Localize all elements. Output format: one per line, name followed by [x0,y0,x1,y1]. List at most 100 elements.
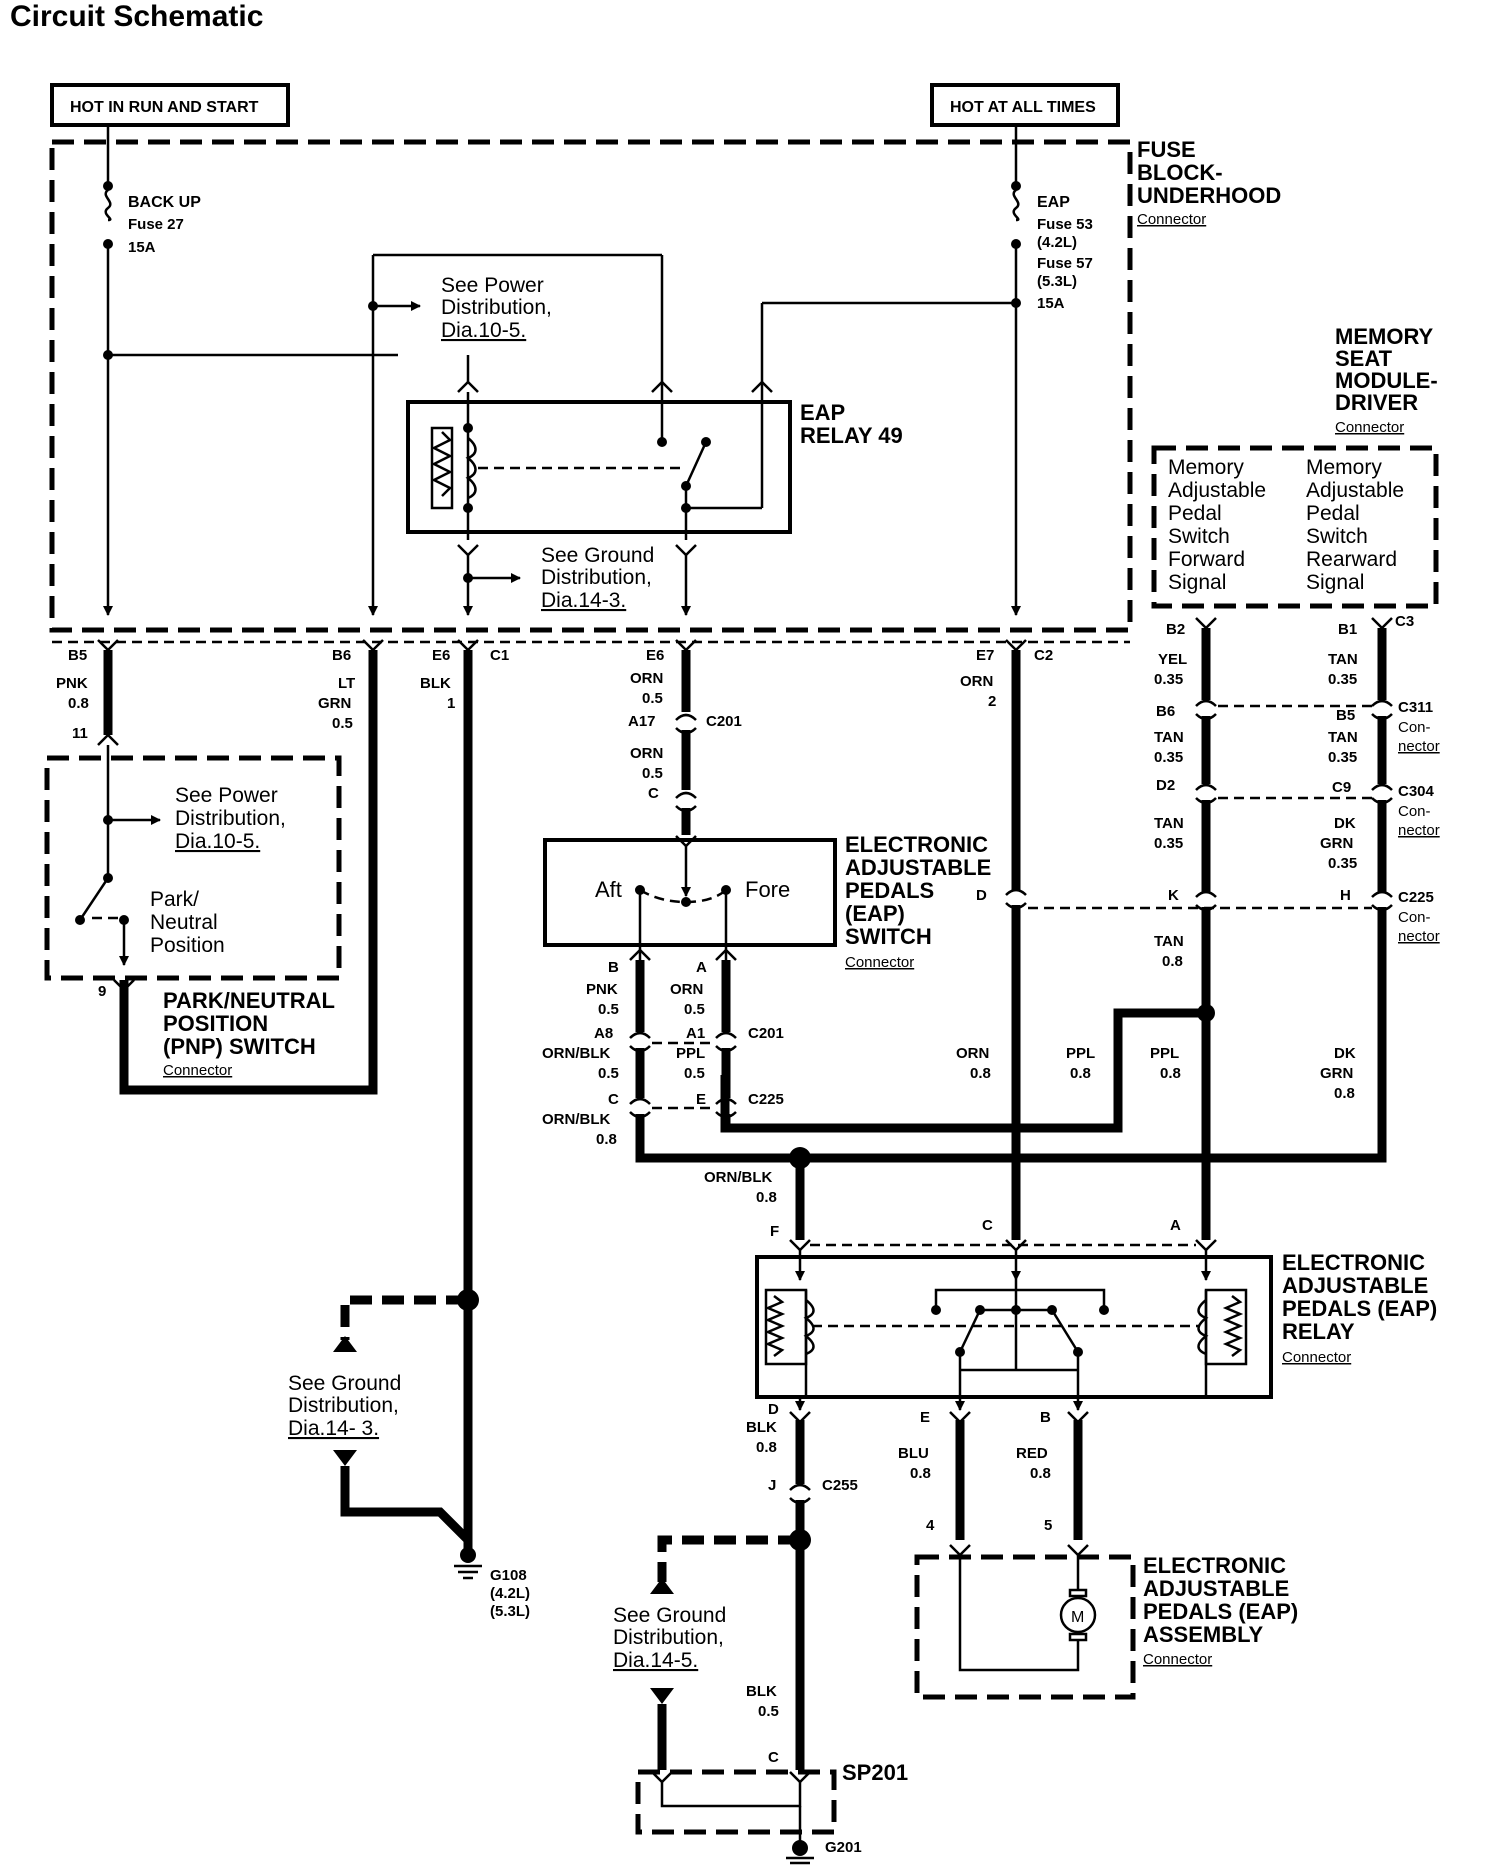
svg-text:ORN/BLK: ORN/BLK [704,1169,772,1186]
svg-text:nector: nector [1398,738,1440,755]
wire-pnk-b5 [97,639,119,746]
svg-text:C: C [982,1217,993,1234]
svg-text:0.5: 0.5 [684,1065,705,1082]
backup-fuse-number: Fuse 27 [128,216,184,233]
svg-text:PNK: PNK [56,675,88,692]
see-ground-mid-3: Dia.14-5. [613,1649,698,1672]
svg-text:C201: C201 [706,713,742,730]
svg-text:0.5: 0.5 [684,1001,705,1018]
svg-text:0.8: 0.8 [1334,1085,1355,1102]
memory-module-name-2: SEAT [1335,346,1393,371]
svg-text:Signal: Signal [1168,571,1226,594]
wire-orn-e6 [675,639,697,835]
svg-text:A: A [1170,1217,1181,1234]
svg-text:0.5: 0.5 [642,765,663,782]
svg-text:D2: D2 [1156,777,1175,794]
svg-text:C201: C201 [748,1025,784,1042]
eap-assembly-name-4: ASSEMBLY [1143,1622,1264,1647]
eap-fuse-rating: 15A [1037,295,1065,312]
svg-text:TAN: TAN [1328,651,1358,668]
pin-b1: B1 [1338,621,1357,638]
eap-fuse-42l: (4.2L) [1037,234,1077,251]
svg-text:0.35: 0.35 [1154,671,1183,688]
fuse-block-name-1: FUSE [1137,137,1196,162]
svg-text:0.35: 0.35 [1154,749,1183,766]
pin-e6-blk: E6 [432,647,450,664]
wire-lt-grn-b6 [119,639,384,1095]
svg-text:0.8: 0.8 [756,1439,777,1456]
pin-e7: E7 [976,647,994,664]
svg-text:Pedal: Pedal [1168,502,1222,525]
svg-text:A1: A1 [686,1025,705,1042]
eap-fuse: EAP Fuse 53 (4.2L) Fuse 57 (5.3L) 15A [760,125,1093,616]
svg-text:C225: C225 [748,1091,784,1108]
svg-text:Memory: Memory [1168,456,1244,479]
svg-text:C9: C9 [1332,779,1351,796]
svg-text:Con-: Con- [1398,909,1431,926]
svg-text:GRN: GRN [1320,835,1353,852]
backup-fuse: BACK UP Fuse 27 15A [103,125,398,616]
svg-text:ORN/BLK: ORN/BLK [542,1111,610,1128]
wire-pnk-sw-b [629,948,800,1163]
eap-assembly-name-2: ADJUSTABLE [1143,1576,1289,1601]
svg-text:RED: RED [1016,1445,1048,1462]
svg-text:2: 2 [988,693,996,710]
svg-text:B: B [608,959,619,976]
svg-text:Memory: Memory [1306,456,1382,479]
eap-switch-connector: Connector [845,954,914,971]
pin-b2: B2 [1166,621,1185,638]
connector-labels: A17 C201 C B6 B5 C311 Con- nector D2 C9 … [72,699,1440,1766]
svg-text:Pedal: Pedal [1306,502,1360,525]
svg-text:B5: B5 [1336,707,1355,724]
pnp-name-1: PARK/NEUTRAL [163,988,335,1013]
svg-text:DK: DK [1334,815,1356,832]
svg-text:C255: C255 [822,1477,858,1494]
svg-text:C304: C304 [1398,783,1435,800]
eap-switch: Aft Fore ELECTRONIC ADJUSTABLE PEDALS (E… [543,832,991,971]
wire-red-relay-b [1067,1395,1089,1540]
see-ground-left-2: Distribution, [288,1394,399,1417]
eap-relay-connector: Connector [1282,1349,1351,1366]
see-ground-mid-1: See Ground [613,1604,726,1627]
memory-seat-module-driver: MEMORY SEAT MODULE- DRIVER Connector Mem… [1151,324,1439,609]
see-ground-left-1: See Ground [288,1372,401,1395]
svg-text:0.5: 0.5 [642,690,663,707]
pnp-switch: See Power Distribution, Dia.10-5. Park/ … [44,745,342,1079]
eap-relay-name-2: ADJUSTABLE [1282,1273,1428,1298]
eap-switch-fore: Fore [745,877,790,902]
fuse-block-underhood: FUSE BLOCK- UNDERHOOD Connector [49,137,1281,633]
eap-fuse-name: EAP [1037,194,1070,211]
svg-text:J: J [768,1477,776,1494]
eap-switch-name-1: ELECTRONIC [845,832,988,857]
memory-module-connector: Connector [1335,419,1404,436]
svg-text:BLU: BLU [898,1445,929,1462]
svg-text:PPL: PPL [1150,1045,1179,1062]
eap-relay-49: EAP RELAY 49 See Ground Distribution, Di… [406,355,903,616]
svg-text:ORN: ORN [956,1045,989,1062]
pnp-connector: Connector [163,1062,232,1079]
memory-rearward-signal-label: Memory Adjustable Pedal Switch Rearward … [1306,456,1404,594]
svg-text:DK: DK [1334,1045,1356,1062]
svg-text:A: A [696,959,707,976]
svg-text:B6: B6 [1156,703,1175,720]
svg-text:11: 11 [72,725,88,742]
see-ground-top-2: Distribution, [541,566,652,589]
fuse-block-name-3: UNDERHOOD [1137,183,1281,208]
pnp-name-3: (PNP) SWITCH [163,1034,316,1059]
svg-text:H: H [1340,887,1351,904]
see-power-top-1: See Power [441,274,544,297]
wire-orn-e7 [1005,639,1027,1240]
svg-text:Adjustable: Adjustable [1168,479,1266,502]
page-title: Circuit Schematic [10,0,264,33]
memory-forward-signal-label: Memory Adjustable Pedal Switch Forward S… [1168,456,1266,594]
see-ground-mid-2: Distribution, [613,1626,724,1649]
svg-text:C311: C311 [1398,699,1433,716]
pin-c2: C2 [1034,647,1053,664]
svg-text:Adjustable: Adjustable [1306,479,1404,502]
memory-module-name-4: DRIVER [1335,390,1418,415]
eap-switch-name-2: ADJUSTABLE [845,855,991,880]
svg-text:C: C [768,1749,779,1766]
wire-blu-relay-e [949,1395,971,1540]
svg-text:Signal: Signal [1306,571,1364,594]
pnp-position-1: Park/ [150,888,199,911]
